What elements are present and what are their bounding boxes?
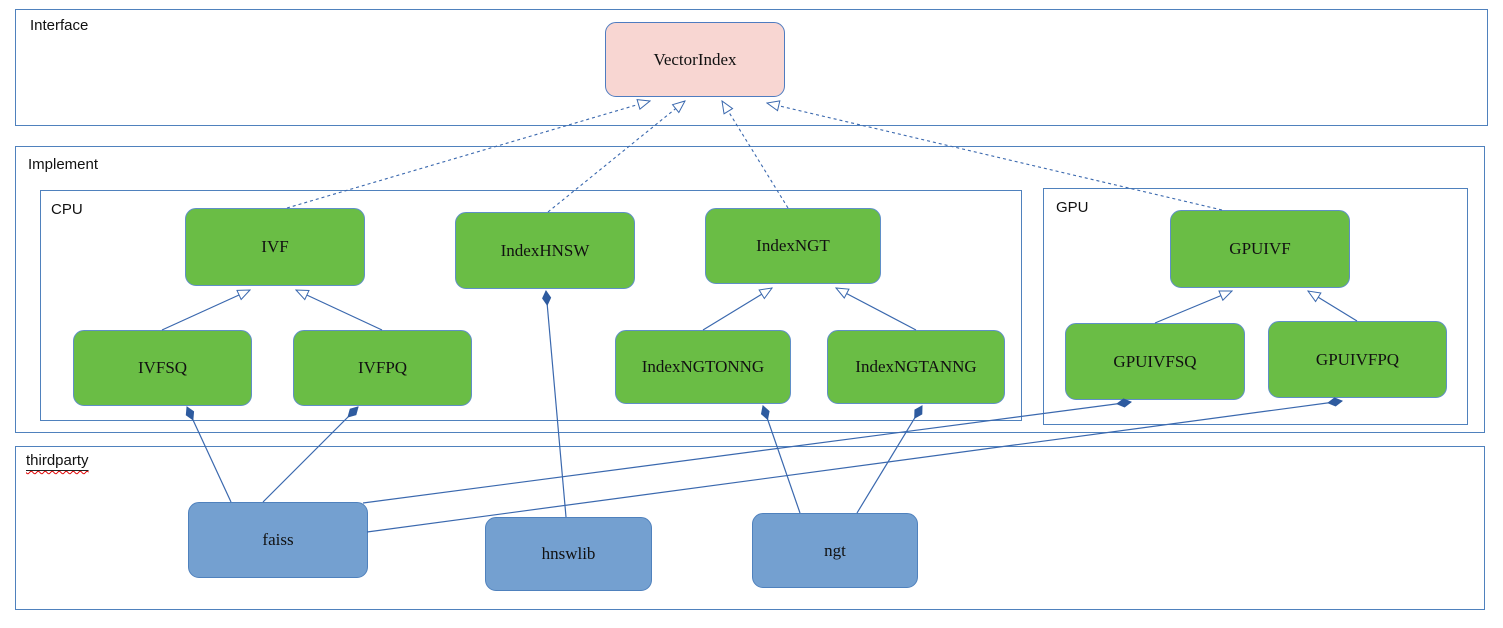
node-indexngtonng[interactable]: IndexNGTONNG xyxy=(615,330,791,404)
container-cpu-label: CPU xyxy=(51,201,83,218)
node-gpuivfpq-label: GPUIVFPQ xyxy=(1315,349,1400,369)
node-hnswlib-label: hnswlib xyxy=(541,544,596,563)
node-ivfpq-label: IVFPQ xyxy=(357,358,408,377)
node-indexngt-label: IndexNGT xyxy=(756,236,830,255)
node-gpuivf[interactable]: GPUIVF xyxy=(1170,210,1350,288)
container-gpu-label: GPU xyxy=(1056,199,1089,216)
container-thirdparty-label: thirdparty xyxy=(26,452,89,469)
container-interface-label: Interface xyxy=(30,17,89,34)
node-vectorindex-label: VectorIndex xyxy=(653,49,737,69)
node-gpuivfsq[interactable]: GPUIVFSQ xyxy=(1065,323,1245,400)
node-indexngtanng[interactable]: IndexNGTANNG xyxy=(827,330,1005,404)
node-gpuivfpq[interactable]: GPUIVFPQ xyxy=(1268,321,1447,398)
node-faiss[interactable]: faiss xyxy=(188,502,368,578)
node-indexhnsw[interactable]: IndexHNSW xyxy=(455,212,635,289)
node-ivf[interactable]: IVF xyxy=(185,208,365,286)
node-vectorindex[interactable]: VectorIndex xyxy=(605,22,785,97)
node-ngt-label: ngt xyxy=(824,540,846,560)
node-indexhnsw-label: IndexHNSW xyxy=(500,240,590,260)
container-implement-label: Implement xyxy=(28,156,99,173)
node-ivfsq[interactable]: IVFSQ xyxy=(73,330,252,406)
node-ivfsq-label: IVFSQ xyxy=(137,358,188,377)
node-ngt[interactable]: ngt xyxy=(752,513,918,588)
node-gpuivf-label: GPUIVF xyxy=(1229,239,1291,258)
container-thirdparty-label-text: thirdparty xyxy=(26,452,89,469)
node-indexngtanng-label: IndexNGTANNG xyxy=(855,357,977,376)
node-ivfpq[interactable]: IVFPQ xyxy=(293,330,472,406)
node-indexngt[interactable]: IndexNGT xyxy=(705,208,881,284)
node-ivf-label: IVF xyxy=(261,237,289,256)
node-faiss-label: faiss xyxy=(262,530,294,549)
node-indexngtonng-label: IndexNGTONNG xyxy=(641,357,765,376)
node-gpuivfsq-label: GPUIVFSQ xyxy=(1113,351,1197,371)
node-hnswlib[interactable]: hnswlib xyxy=(485,517,652,591)
